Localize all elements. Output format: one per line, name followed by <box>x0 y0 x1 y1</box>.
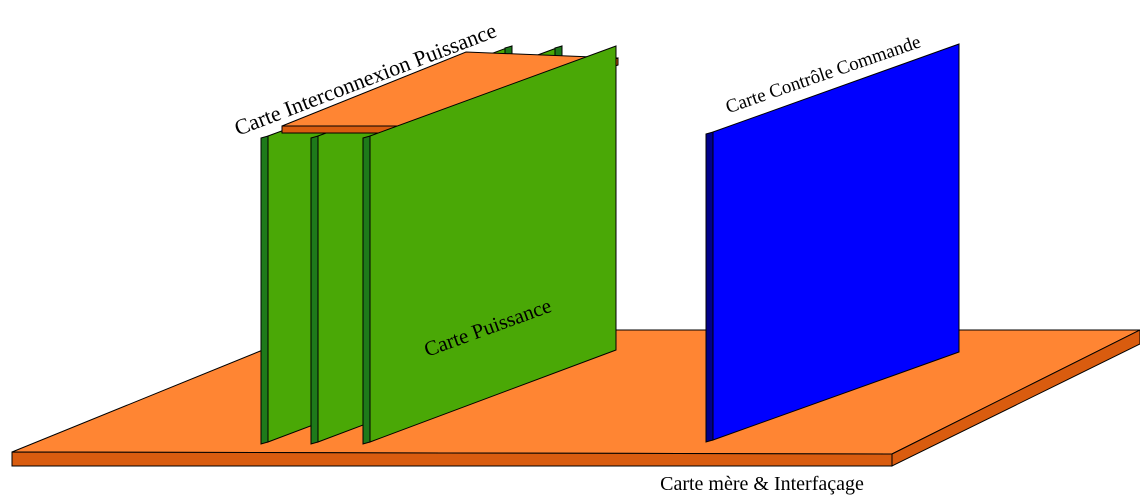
label-motherboard: Carte mère & Interfaçage <box>660 473 864 495</box>
power-board-1-edge <box>260 135 269 445</box>
motherboard-side-edge <box>891 329 1140 467</box>
motherboard-front-edge <box>11 451 893 467</box>
power-board-3-edge <box>362 135 371 445</box>
control-board-edge <box>705 131 714 443</box>
control-board <box>705 43 960 443</box>
power-board-2-edge <box>310 135 319 445</box>
power-board-3 <box>362 45 617 445</box>
